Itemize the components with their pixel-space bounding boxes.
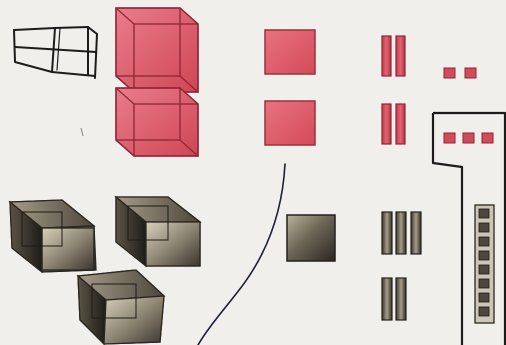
gray-square bbox=[287, 215, 335, 261]
gray-cube-bottom bbox=[78, 270, 164, 344]
gray-bars bbox=[382, 212, 421, 320]
red-cube-top bbox=[116, 8, 198, 92]
red-square-bottom bbox=[265, 101, 315, 145]
red-square-top bbox=[265, 30, 315, 74]
gray-cube-right bbox=[116, 197, 200, 266]
small-red-squares-top bbox=[444, 68, 476, 78]
pen-curve bbox=[198, 164, 285, 345]
small-red-squares-frame bbox=[444, 133, 493, 143]
pencil-mark bbox=[81, 128, 83, 136]
frame-column bbox=[475, 205, 494, 323]
red-bars-top bbox=[382, 36, 405, 76]
sketched-box bbox=[14, 27, 97, 78]
red-cube-bottom bbox=[116, 88, 198, 156]
gray-cube-left bbox=[10, 200, 96, 272]
red-bars-bottom bbox=[382, 104, 405, 144]
